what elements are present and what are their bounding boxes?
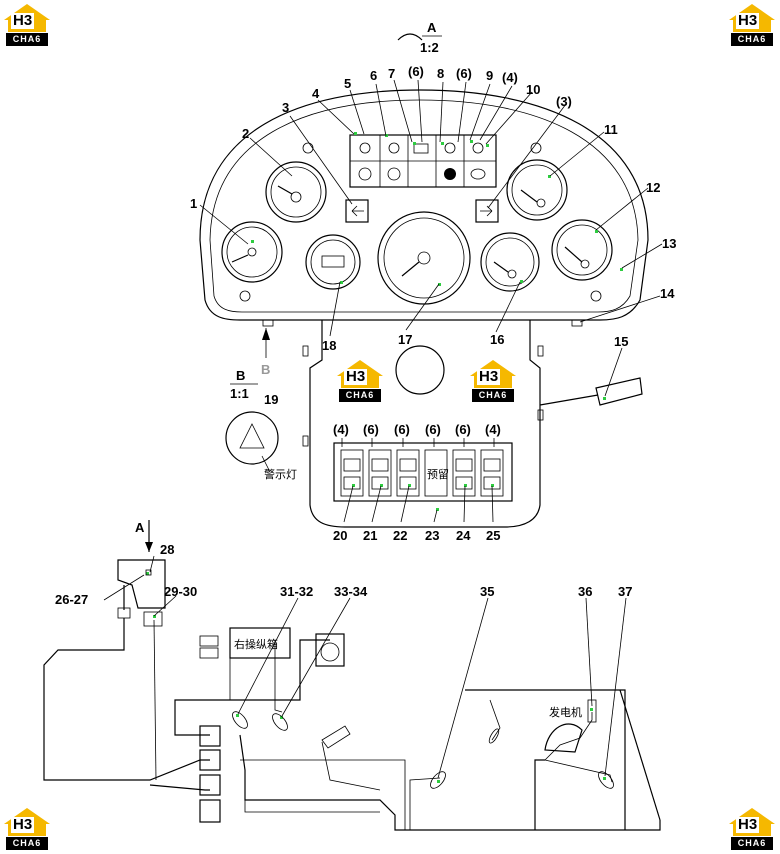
label-28: 28 (160, 542, 174, 557)
lower-console: 预留 (302, 320, 643, 528)
label-6c: (6) (456, 66, 472, 81)
right-turn-indicator (475, 199, 499, 223)
label-33-34: 33-34 (334, 584, 368, 599)
view-b-pointer: B (261, 362, 270, 377)
label-19: 19 (264, 392, 278, 407)
label-22: 22 (393, 528, 407, 543)
hour-meter-18 (305, 234, 361, 290)
label-36: 36 (578, 584, 592, 599)
view-arrow (397, 33, 423, 41)
view-a-scale: 1:2 (420, 40, 439, 55)
label-1: 1 (190, 196, 197, 211)
label-6: 6 (370, 68, 377, 83)
gauge-2 (265, 161, 327, 223)
right-console-label: 右操纵箱 (234, 637, 278, 651)
label-21: 21 (363, 528, 377, 543)
label-2: 2 (242, 126, 249, 141)
switch-count-1: (4) (333, 422, 349, 437)
label-5: 5 (344, 76, 351, 91)
label-18: 18 (322, 338, 336, 353)
label-23: 23 (425, 528, 439, 543)
gauge-12 (551, 219, 613, 281)
switch-count-4: (6) (425, 422, 441, 437)
label-3: 3 (282, 100, 289, 115)
switch-count-2: (6) (363, 422, 379, 437)
label-16: 16 (490, 332, 504, 347)
harness-view-arrow: A (135, 520, 145, 535)
speedometer-17 (377, 211, 471, 305)
label-17: 17 (398, 332, 412, 347)
label-31-32: 31-32 (280, 584, 313, 599)
label-20: 20 (333, 528, 347, 543)
label-13: 13 (662, 236, 676, 251)
label-3b: (3) (556, 94, 572, 109)
label-29-30: 29-30 (164, 584, 197, 599)
left-turn-indicator (345, 199, 369, 223)
label-15: 15 (614, 334, 628, 349)
label-35: 35 (480, 584, 494, 599)
switch-count-3: (6) (394, 422, 410, 437)
view-b-scale: 1:1 (230, 386, 249, 401)
green-markers (146, 132, 623, 783)
label-11: 11 (604, 122, 618, 137)
label-9: 9 (486, 68, 493, 83)
view-a-name: A (427, 20, 437, 35)
label-37: 37 (618, 584, 632, 599)
label-7: 7 (388, 66, 395, 81)
label-4b: (4) (502, 70, 518, 85)
leader-lines (199, 79, 663, 523)
gauge-16 (480, 232, 540, 292)
generator-label: 发电机 (549, 705, 582, 719)
indicator-cluster (349, 134, 497, 188)
label-4: 4 (312, 86, 320, 101)
hazard-switch-19 (225, 411, 279, 465)
switch-count-6: (4) (485, 422, 501, 437)
label-10: 10 (526, 82, 540, 97)
label-25: 25 (486, 528, 500, 543)
label-12: 12 (646, 180, 660, 195)
reserve-switch-label: 预留 (427, 468, 449, 481)
warning-light-label: 警示灯 (264, 467, 297, 481)
label-14: 14 (660, 286, 675, 301)
wiring-harness: A 右操纵箱 (43, 520, 661, 831)
label-6b: (6) (408, 64, 424, 79)
gauge-1 (221, 221, 283, 283)
switch-count-5: (6) (455, 422, 471, 437)
view-b-name: B (236, 368, 245, 383)
label-26-27: 26-27 (55, 592, 88, 607)
panel-labels: 1 2 3 4 5 6 7 (6) 8 (6) 9 (4) 10 (3) 11 … (190, 64, 676, 543)
dashboard-housing (199, 89, 649, 327)
label-24: 24 (456, 528, 471, 543)
label-8: 8 (437, 66, 444, 81)
gauge-11 (506, 159, 568, 221)
